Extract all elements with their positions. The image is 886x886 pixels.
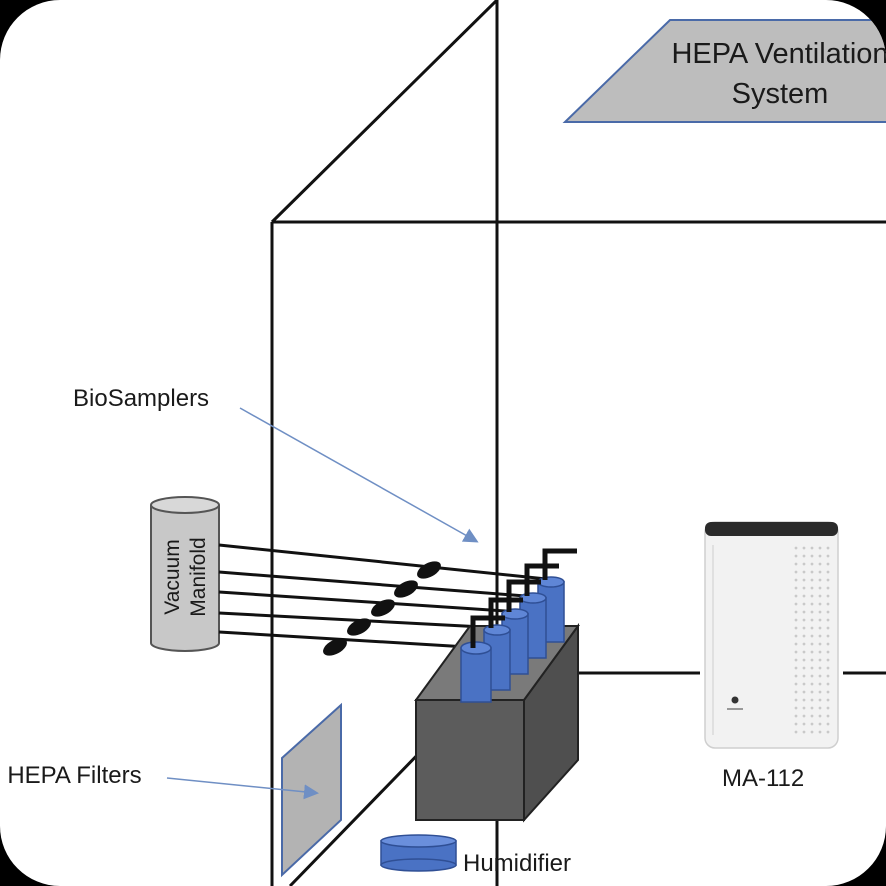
- hepa-ventilation-unit: [562, 19, 886, 123]
- humidifier: [380, 834, 457, 872]
- tube-clamps: [323, 561, 441, 656]
- vacuum-manifold: [150, 496, 220, 652]
- ma112-air-purifier: [700, 515, 843, 755]
- hepa-filters-label: : HEPA Filters: [0, 762, 142, 789]
- vacuum-manifold-label: Vacuum Manifold: [160, 507, 212, 647]
- hepa-ventilation-label: HEPA Ventilation System: [630, 34, 886, 114]
- hepa-filters-arrow: [166, 777, 319, 800]
- hepa-ventilation-line1: HEPA Ventilation: [671, 38, 886, 70]
- humidifier-label: Humidifier: [463, 850, 572, 877]
- vacuum-manifold-line1: Vacuum: [161, 539, 184, 615]
- ma112-label: MA-112: [722, 765, 805, 792]
- hepa-ventilation-line2: System: [731, 78, 829, 110]
- biosamplers-arrow: [239, 407, 479, 543]
- biosamplers: [460, 548, 577, 703]
- vacuum-manifold-line2: Manifold: [187, 537, 210, 617]
- biosamplers-label: BioSamplers: [73, 385, 210, 412]
